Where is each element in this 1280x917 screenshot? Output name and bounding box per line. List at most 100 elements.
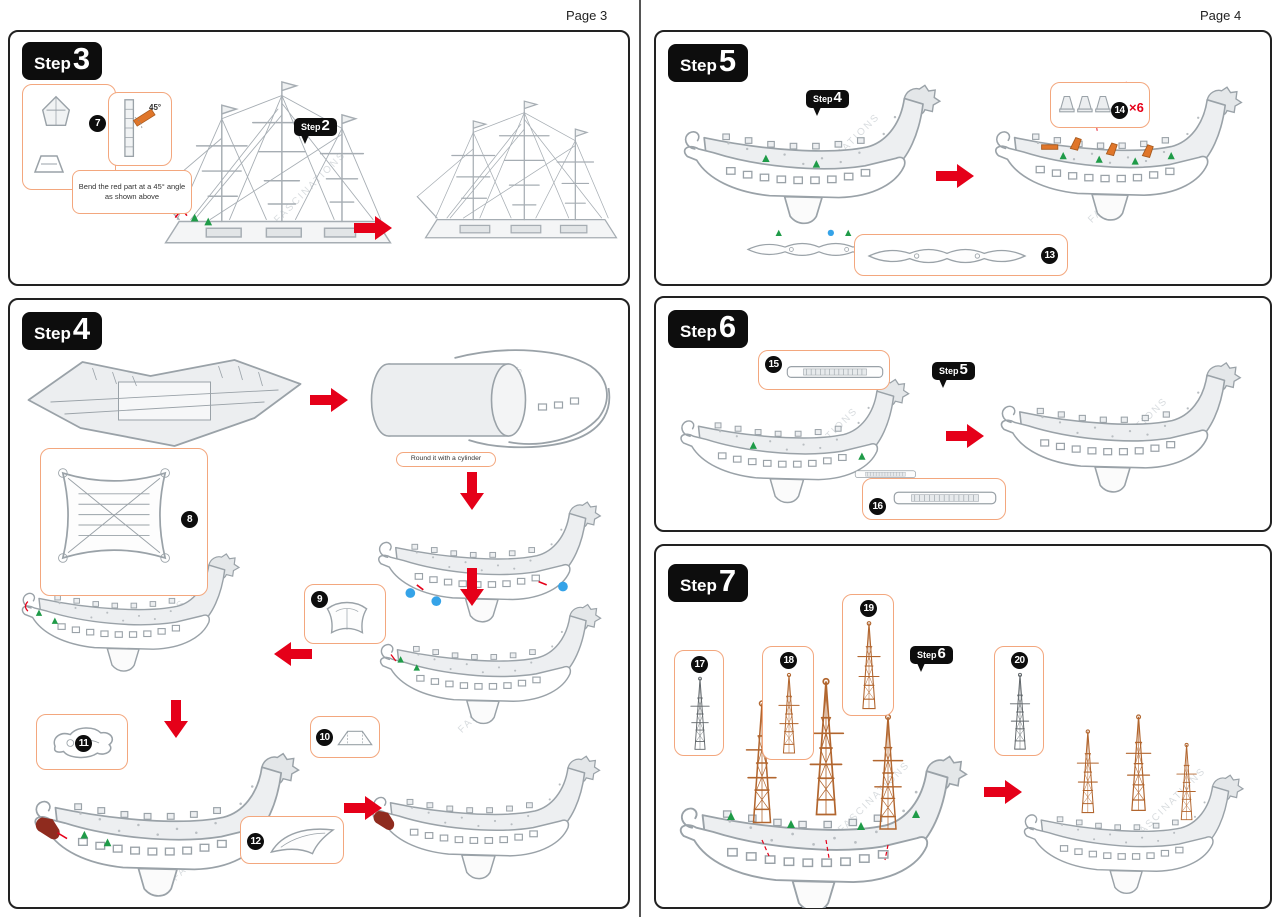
ship-with-masts-illustration [679,677,968,908]
hull-stage3-illustration [370,596,628,734]
step-badge-prefix: Step [680,576,717,595]
arrow-right-icon [946,424,984,448]
cylinder-roll-illustration [358,340,624,455]
part7-callout: 7 [22,84,116,190]
arrow-left-icon [274,642,312,666]
step-badge-number: 5 [718,43,737,78]
part18-mast-illustration [775,671,803,757]
part8-callout: 8 [40,448,208,596]
part7-piece-illustration [31,149,67,179]
hull-stage5-illustration [18,744,336,908]
bend-note: Bend the red part at a 45° angle as show… [72,170,192,214]
ref-badge-number: 2 [321,117,330,134]
bend-callout: 45° [108,92,172,166]
arrow-down-icon [460,472,484,510]
ref-badge-prefix: Step [917,650,937,660]
part10-callout: 10 [310,716,380,758]
hull-skin-attached-illustration [368,494,628,632]
part14-pieces-illustration [1057,87,1111,115]
page4-label: Page 4 [1200,8,1242,23]
part7-badge: 7 [89,115,106,132]
part15-piece-illustration [785,363,885,381]
part14-badge: 14 [1111,102,1128,119]
part13-callout: 13 [854,234,1068,276]
part12-callout: 12 [240,816,344,864]
part18-badge: 18 [780,652,797,669]
cylinder-note: Round it with a cylinder [396,452,496,467]
part19-callout: 19 [842,594,894,716]
part13-piece-illustration [863,243,1031,269]
part16-piece-illustration [891,489,999,507]
step-badge-number: 6 [718,309,737,344]
arrow-right-icon [344,796,382,820]
hull-before-illustration [672,76,972,235]
part11-callout: 11 [36,714,128,770]
part10-piece-illustration [333,722,377,754]
part14-callout: 14 ×6 [1050,82,1150,128]
ship-masts-complete-illustration [1023,714,1244,895]
part17-badge: 17 [691,656,708,673]
keel-piece-illustration [747,229,891,256]
arrow-right-icon [354,216,392,240]
arrow-down-icon [164,700,188,738]
arrow-down-icon [460,568,484,606]
part16-callout: 16 [862,478,1006,520]
frame-ship-after-illustration [414,96,628,261]
part18-callout: 18 [762,646,814,760]
ref-badge-prefix: Step [301,122,321,132]
deck-skin-illustration [22,346,308,458]
ref-badge-prefix: Step [813,94,833,104]
part12-badge: 12 [247,833,264,850]
step-badge-prefix: Step [680,56,717,75]
step-badge-prefix: Step [34,54,71,73]
hull-stage4-illustration [12,546,266,681]
part10-badge: 10 [316,729,333,746]
ref-badge-number: 6 [937,645,946,662]
page-divider [639,0,641,917]
part9-badge: 9 [311,591,328,608]
part17-callout: 17 [674,650,724,756]
angle-label: 45° [149,103,162,112]
part20-callout: 20 [994,646,1044,756]
part7-piece-illustration [33,93,79,131]
part9-callout: 9 [304,584,386,644]
part20-badge: 20 [1011,652,1028,669]
part17-mast-illustration [686,675,714,753]
ref-badge-number: 4 [833,89,842,106]
hull-after-illustration [990,354,1270,503]
arrow-right-icon [310,388,348,412]
part9-piece-illustration [315,599,379,641]
part19-mast-illustration [855,619,883,713]
step-badge-prefix: Step [34,324,71,343]
part16-badge: 16 [869,498,886,515]
part19-badge: 19 [860,600,877,617]
part15-badge: 15 [765,356,782,373]
part20-mast-illustration [1006,671,1034,753]
hull-stage6-illustration [362,748,628,889]
step-badge-prefix: Step [680,322,717,341]
step-badge-number: 3 [72,41,91,76]
multiplier-label: ×6 [1129,100,1144,115]
arrow-right-icon [936,164,974,188]
part8-piece-illustration [49,459,179,572]
step-badge-number: 4 [72,311,91,346]
step-badge-number: 7 [718,563,737,598]
part13-badge: 13 [1041,247,1058,264]
arrow-right-icon [984,780,1022,804]
ref-badge-prefix: Step [939,366,959,376]
part12-piece-illustration [265,823,341,859]
